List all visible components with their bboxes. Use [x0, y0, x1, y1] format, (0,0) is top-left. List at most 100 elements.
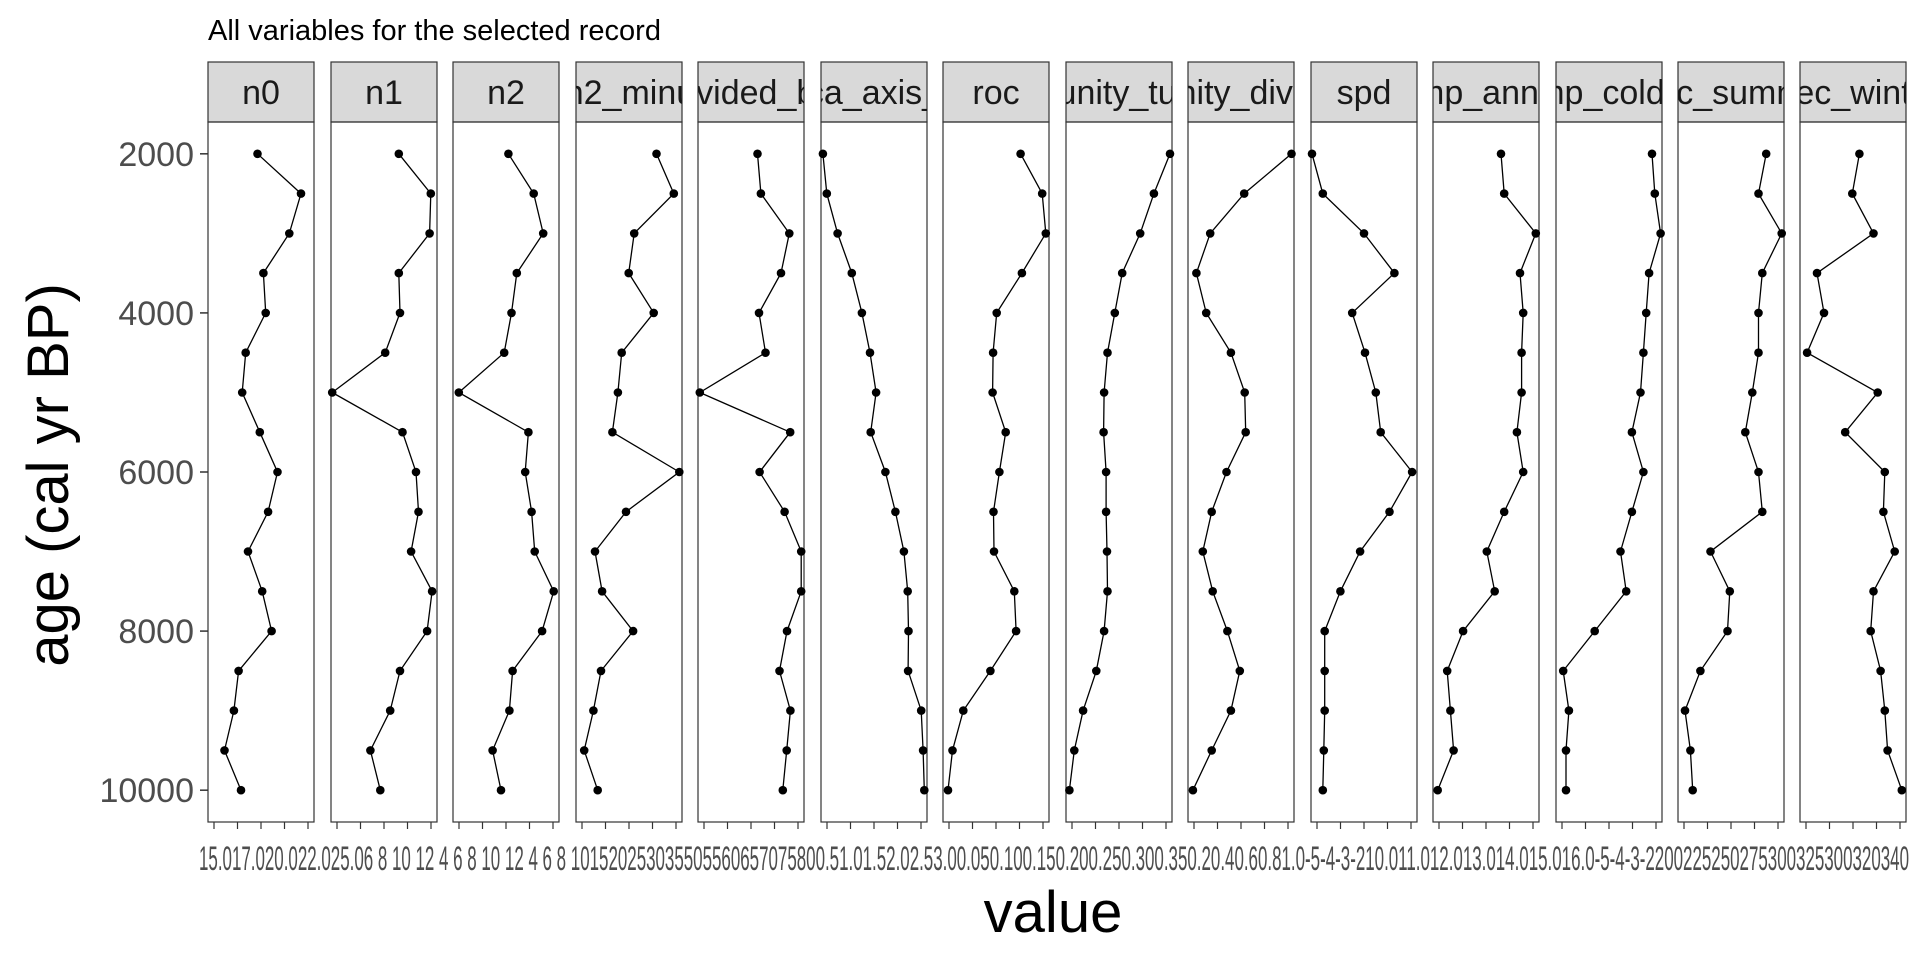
facet-panel: community_divergence [1187, 61, 1296, 829]
facet-panel: dca_axis_1 [788, 61, 960, 829]
data-point [1359, 229, 1369, 238]
data-point [237, 388, 247, 397]
data-point [1103, 587, 1112, 596]
facet-strip-label: n2 [487, 74, 525, 112]
data-point [1385, 507, 1394, 517]
data-point [621, 507, 631, 517]
data-point [1706, 547, 1715, 556]
data-point [427, 587, 437, 596]
facet-strip-label: temp_coldest [1508, 74, 1711, 112]
data-point [395, 666, 405, 676]
data-point [1198, 547, 1208, 556]
data-point [1880, 467, 1890, 477]
data-point [1371, 388, 1381, 397]
data-point [394, 268, 404, 278]
data-point [1458, 626, 1468, 636]
data-point [649, 308, 658, 318]
facet-strip [330, 61, 438, 123]
data-point [1320, 626, 1329, 636]
data-point [1318, 785, 1328, 795]
facet-strip [1065, 61, 1173, 123]
data-point [253, 149, 262, 159]
data-point [263, 507, 273, 517]
facet-strip-label: spd [1337, 74, 1392, 112]
data-point [257, 587, 267, 596]
facet-panel: n1 [327, 61, 438, 829]
data-point [1754, 308, 1763, 318]
data-point [1812, 268, 1822, 278]
data-point [1320, 666, 1329, 676]
data-point [1347, 308, 1357, 318]
facet-strip-label: temp_annual [1388, 74, 1585, 112]
data-point [903, 587, 912, 596]
data-point [1449, 746, 1458, 755]
data-point [1135, 229, 1145, 238]
data-point [1101, 467, 1111, 477]
data-point [943, 785, 953, 795]
data-point [1017, 268, 1027, 278]
data-point [1866, 626, 1875, 636]
data-point [903, 666, 913, 676]
facet-strip-label: dca_axis_1 [788, 74, 960, 112]
facet-panel: temp_annual [1388, 61, 1585, 829]
data-point [1680, 706, 1690, 715]
data-point [1873, 388, 1882, 397]
data-point [1627, 507, 1637, 517]
facet-strip [697, 61, 805, 123]
data-point [1564, 706, 1574, 715]
y-tick-label: 2000 [118, 136, 194, 174]
data-point [1748, 388, 1757, 397]
data-point [1099, 626, 1109, 636]
data-point [918, 746, 928, 755]
data-point [785, 427, 795, 437]
data-point [512, 268, 522, 278]
data-point [590, 547, 600, 556]
data-point [1761, 149, 1771, 159]
data-point [1777, 229, 1786, 238]
data-point [527, 507, 536, 517]
data-point [1188, 785, 1198, 795]
data-point [296, 189, 306, 198]
data-point [1205, 229, 1215, 238]
data-point [1499, 189, 1509, 198]
facet-strip-label: prec_winter [1765, 74, 1920, 112]
data-point [613, 388, 623, 397]
data-point [422, 626, 432, 636]
data-point [1240, 388, 1249, 397]
data-point [1531, 229, 1541, 238]
facet-strip [1799, 61, 1907, 123]
data-point [1725, 587, 1735, 596]
data-point [617, 348, 626, 358]
data-point [775, 666, 784, 676]
data-point [871, 388, 881, 397]
facet-panel: sqrt_n2_minus_n1 [575, 61, 684, 829]
facet-panel: spd [1307, 61, 1418, 829]
data-point [780, 507, 789, 517]
data-point [1376, 427, 1385, 437]
data-point [267, 626, 276, 636]
data-point [1010, 587, 1019, 596]
data-point [1616, 547, 1625, 556]
data-point [1149, 189, 1159, 198]
data-point [394, 149, 404, 159]
facet-strip-label: prec_summer [1627, 74, 1835, 112]
data-point [988, 348, 998, 358]
data-point [1754, 348, 1763, 358]
data-point [786, 706, 795, 715]
data-point [782, 746, 791, 755]
facet-strip [1187, 61, 1295, 123]
data-point [1222, 467, 1231, 477]
data-point [753, 149, 762, 159]
data-point [624, 268, 633, 278]
data-point [1890, 547, 1899, 556]
data-point [385, 706, 395, 715]
data-point [782, 626, 792, 636]
y-axis-title: age (cal yr BP) [16, 283, 81, 667]
facet-strip-label: roc [972, 74, 1019, 112]
data-point [589, 706, 598, 715]
data-point [904, 626, 913, 636]
facet-panel: n2_divided_by_n1 [695, 61, 806, 829]
